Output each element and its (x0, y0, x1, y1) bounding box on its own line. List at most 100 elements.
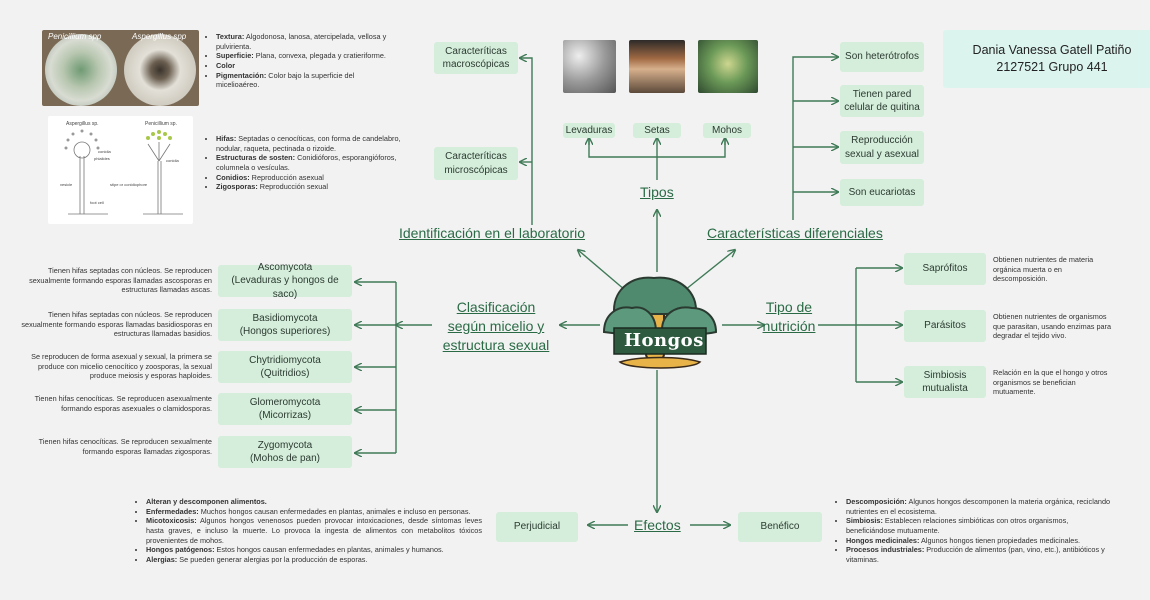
macro-item: Color (216, 61, 392, 71)
macro-term: Pigmentación: (216, 70, 267, 80)
macro-item: Pigmentación: Color bajo la superficie d… (216, 71, 392, 90)
clasificacion-item-3[interactable]: Glomeromycota (Micorrizas) (218, 393, 352, 425)
nutricion-item-2[interactable]: Simbiosis mutualista (904, 366, 986, 398)
clasificacion-item-2[interactable]: Chytridiomycota (Quitridios) (218, 351, 352, 383)
micro-item: Hifas: Septadas o cenocíticas, con forma… (216, 134, 402, 153)
caract-reproduccion[interactable]: Reproducción sexual y asexual (840, 131, 924, 164)
author-group: 2127521 Grupo 441 (996, 60, 1108, 74)
petri-dish-photo: Penicillium spp Aspergillus spp (42, 30, 199, 106)
perjudicial-notes: Alteran y descomponen alimentos.Enfermed… (134, 497, 482, 564)
benefico-item: Simbiosis: Establecen relaciones simbiót… (846, 516, 1116, 535)
clasificacion-desc: Tienen hifas cenocíticas. Se reproducen … (38, 437, 212, 456)
clasificacion-item-0[interactable]: Ascomycota(Levaduras y hongos de saco) (218, 262, 352, 300)
conidiophore-drawing: Aspergillus sp. Penicillium sp. conidia … (60, 121, 183, 215)
clasificacion-name: Chytridiomycota (249, 354, 321, 366)
clasificacion-desc: Tienen hifas septadas con núcleos. Se re… (29, 266, 212, 295)
benefico-box[interactable]: Benéfico (738, 512, 822, 542)
identificacion-heading[interactable]: Identificación en el laboratorio (399, 225, 586, 241)
benefico-text: Algunos hongos tienen propiedades medici… (919, 535, 1081, 545)
macro-term: Textura: (216, 32, 245, 41)
benefico-item: Hongos medicinales: Algunos hongos tiene… (846, 536, 1116, 546)
author-name: Dania Vanessa Gatell Patiño (972, 42, 1132, 57)
clasificacion-sub: (Micorrizas) (258, 410, 312, 421)
micro-term: Estructuras de sosten: (216, 153, 296, 163)
nutricion-desc: Relación en la que el hongo y otros orga… (993, 368, 1108, 397)
macro-item: Textura: Algodonosa, lanosa, atercipelad… (216, 32, 392, 51)
micro-notes: Hifas: Septadas o cenocíticas, con forma… (204, 134, 402, 192)
efectos-heading[interactable]: Efectos (634, 517, 681, 533)
caract-eucariotas[interactable]: Son eucariotas (840, 179, 924, 206)
perjudicial-item: Alteran y descomponen alimentos. (146, 497, 482, 507)
nutricion-item-0[interactable]: Saprófitos (904, 253, 986, 285)
drawing-label-vesicle: vesicle (60, 182, 73, 187)
perjudicial-box[interactable]: Perjudicial (496, 512, 578, 542)
nutricion-desc: Obtienen nutrientes de materia orgánica … (993, 255, 1094, 284)
caract-heterotrofos[interactable]: Son heterótrofos (840, 42, 924, 72)
perjudicial-item: Enfermedades: Muchos hongos causan enfer… (146, 507, 482, 517)
clasificacion-sub: (Mohos de pan) (249, 453, 321, 464)
clasificacion-item-1[interactable]: Basidiomycota(Hongos superiores) (218, 309, 352, 341)
benefico-item: Descomposición: Algunos hongos descompon… (846, 497, 1116, 516)
micro-text: Septadas o cenocíticas, con forma de can… (216, 134, 401, 153)
clasificacion-sub: (Levaduras y hongos de saco) (231, 275, 339, 300)
clasificacion-desc: Se reproducen de forma asexual y sexual,… (31, 352, 212, 381)
benefico-text: Establecen relaciones simbióticas con ot… (846, 516, 1069, 535)
perjudicial-text: Muchos hongos causan enfermedades en pla… (198, 506, 471, 516)
clasificacion-heading-text: Clasificación según micelio y estructura… (442, 299, 550, 353)
micro-item: Conidios: Reproducción asexual (216, 173, 402, 183)
caracteristicas-heading[interactable]: Características diferenciales (707, 225, 883, 241)
clasificacion-heading[interactable]: Clasificación según micelio y estructura… (438, 298, 554, 355)
macro-text: Plana, convexa, plegada y cratieriforme. (253, 51, 386, 61)
micro-term: Hifas: (216, 134, 237, 143)
perjudicial-item: Micotoxicosis: Algunos hongos venenosos … (146, 516, 482, 545)
clasificacion-name: Glomeromycota (249, 396, 321, 408)
macro-box[interactable]: Caracteríticas macroscópicas (434, 42, 518, 74)
mold-photo (698, 40, 758, 93)
center-title[interactable]: Hongos (624, 330, 704, 351)
perjudicial-text: Algunos hongos venenosos pueden provocar… (146, 516, 482, 545)
perjudicial-term: Hongos patógenos: (146, 545, 215, 555)
clasificacion-desc: Tienen hifas septadas con núcleos. Se re… (21, 310, 212, 339)
tipo-mohos[interactable]: Mohos (703, 123, 751, 138)
perjudicial-term: Alergias: (146, 554, 178, 564)
macro-text: Color bajo la superficie del micelioaére… (216, 70, 355, 90)
petri-dish-aspergillus (124, 34, 196, 106)
benefico-term: Hongos medicinales: (846, 535, 920, 545)
perjudicial-text: Estos hongos causan enfermedades en plan… (214, 545, 444, 555)
nutricion-desc: Obtienen nutrientes de organismos que pa… (993, 312, 1112, 341)
perjudicial-term: Micotoxicosis: (146, 516, 197, 526)
perjudicial-term: Alteran y descomponen alimentos. (146, 497, 267, 506)
nutricion-heading[interactable]: Tipo de nutrición (758, 298, 820, 336)
micro-term: Zigosporas: (216, 182, 258, 192)
clasificacion-name: Zygomycota (257, 439, 313, 451)
micro-term: Conidios: (216, 172, 250, 182)
clasificacion-desc: Tienen hifas cenocíticas. Se reproducen … (34, 394, 212, 413)
drawing-label-aspergillus: Aspergillus sp. (66, 121, 99, 127)
tipo-setas[interactable]: Setas (633, 123, 681, 138)
benefico-item: Procesos industriales: Producción de ali… (846, 545, 1116, 564)
clasificacion-sub: (Quitridios) (260, 368, 310, 379)
micro-item: Zigosporas: Reproducción sexual (216, 182, 402, 192)
drawing-label-stipe: stipe or conidiophore (110, 182, 148, 187)
tipos-heading[interactable]: Tipos (640, 184, 674, 200)
benefico-text: Algunos hongos descomponen la materia or… (846, 497, 1111, 516)
benefico-notes: Descomposición: Algunos hongos descompon… (834, 497, 1116, 564)
clasificacion-item-4[interactable]: Zygomycota (Mohos de pan) (218, 436, 352, 468)
nutricion-item-1[interactable]: Parásitos (904, 310, 986, 342)
caract-quitina[interactable]: Tienen pared celular de quitina (840, 85, 924, 117)
perjudicial-item: Alergias: Se pueden generar alergias por… (146, 555, 482, 565)
macro-term: Color (216, 60, 236, 70)
perjudicial-item: Hongos patógenos: Estos hongos causan en… (146, 545, 482, 555)
author-box: Dania Vanessa Gatell Patiño 2127521 Grup… (943, 30, 1150, 88)
drawing-label-foot-cell: foot cell (90, 200, 104, 205)
nutricion-heading-text: Tipo de nutrición (762, 299, 816, 334)
yeast-photo (563, 40, 616, 93)
petri-dish-penicillium (45, 34, 117, 106)
micro-text: Reproducción asexual (249, 172, 324, 182)
mushroom-icon (602, 276, 718, 369)
micro-item: Estructuras de sosten: Conidióforos, esp… (216, 153, 402, 172)
micro-box[interactable]: Caracteríticas microscópicas (434, 147, 518, 180)
macro-term: Superficie: (216, 51, 254, 61)
tipo-levaduras[interactable]: Levaduras (563, 123, 615, 138)
